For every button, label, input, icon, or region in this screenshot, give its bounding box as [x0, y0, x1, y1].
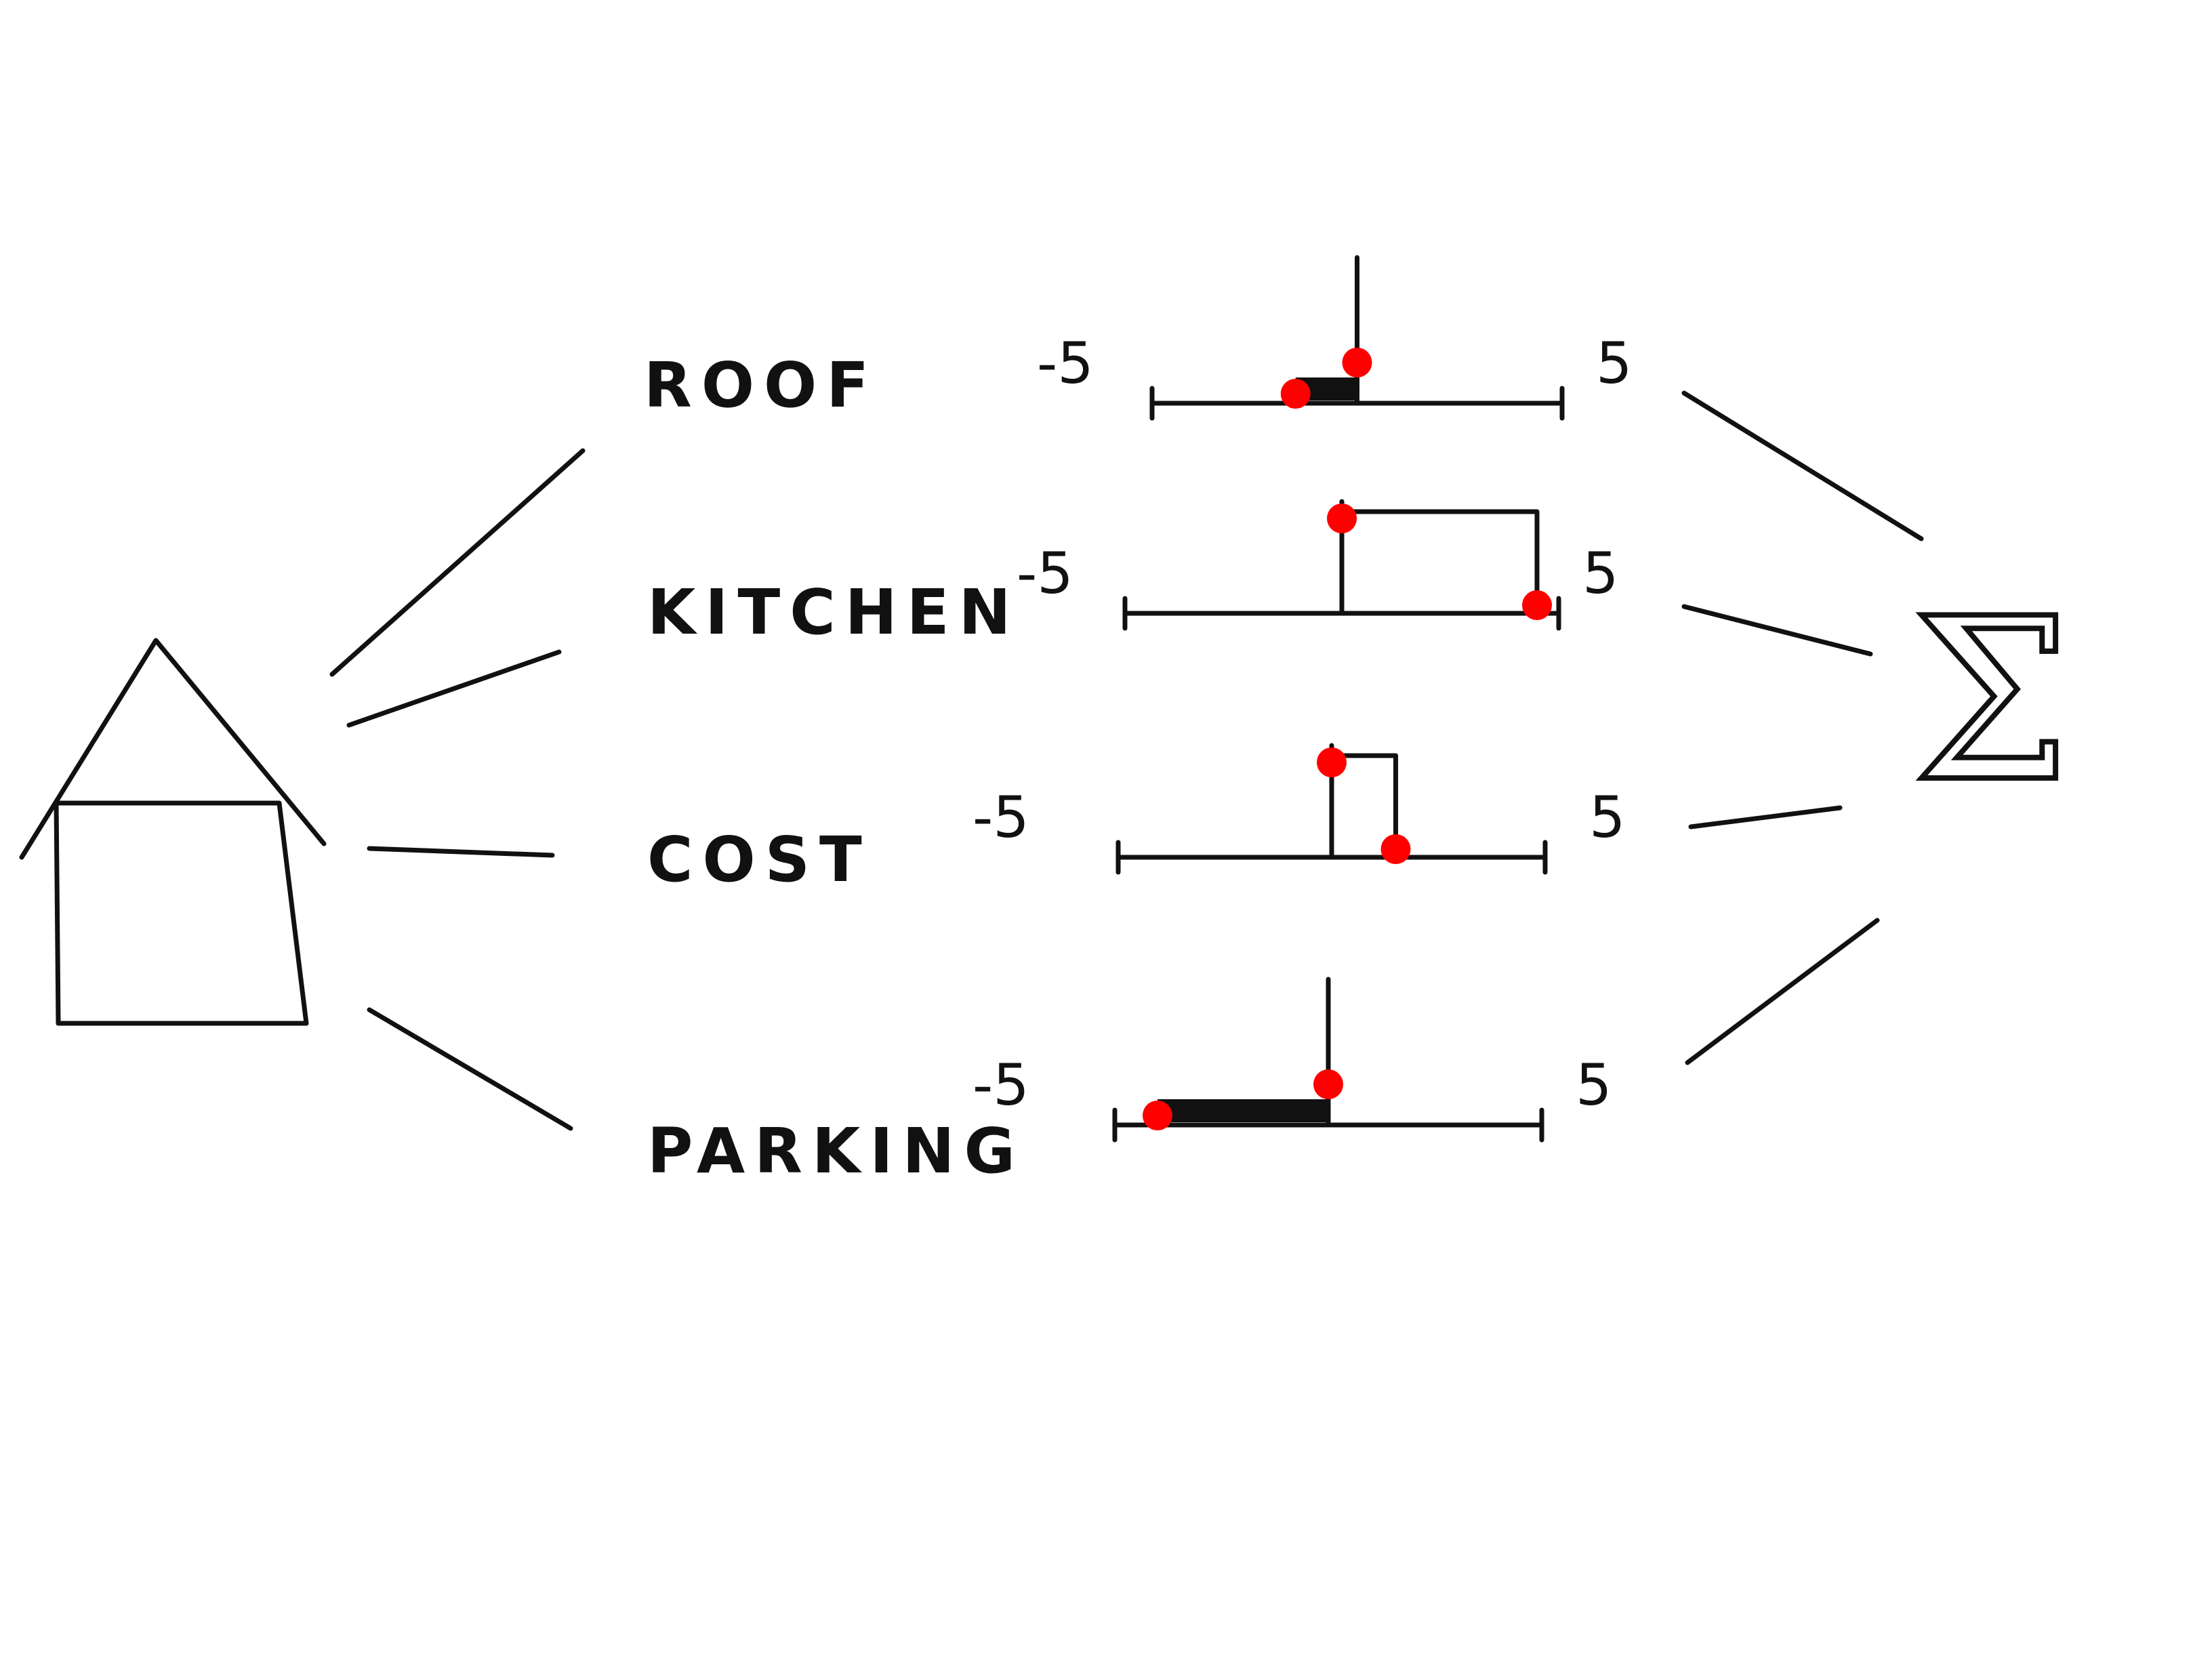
- connector-cost: [367, 846, 555, 858]
- house-connectors: [329, 448, 586, 1131]
- marker-start-kitchen: [1327, 504, 1357, 533]
- marker-end-roof: [1342, 348, 1372, 377]
- connector-cost-sum: [1688, 805, 1843, 830]
- range-max-label-roof: 5: [1596, 330, 1632, 396]
- feature-label-roof: ROOF: [644, 349, 878, 422]
- sum-connectors: [1681, 390, 1924, 1065]
- connector-kitchen: [346, 649, 562, 728]
- feature-label-cost: COST: [647, 823, 872, 896]
- connector-parking-sum: [1685, 918, 1880, 1065]
- marker-end-cost: [1380, 834, 1411, 864]
- connector-roof: [329, 448, 586, 677]
- range-max-label-cost: 5: [1589, 784, 1625, 851]
- range-min-label-kitchen: -5: [1017, 540, 1073, 607]
- marker-end-kitchen: [1522, 590, 1552, 620]
- marker-start-cost: [1317, 747, 1347, 777]
- feature-label-kitchen: KITCHEN: [647, 576, 1021, 649]
- sigma-icon: Σ: [1912, 571, 2070, 831]
- range-min-label-roof: -5: [1037, 330, 1094, 396]
- connector-parking: [367, 1007, 573, 1131]
- connector-roof-sum: [1681, 390, 1924, 541]
- range-max-label-kitchen: 5: [1582, 540, 1618, 607]
- range-min-label-parking: -5: [972, 1052, 1029, 1118]
- feature-row-kitchen: KITCHEN-5 5: [647, 499, 1618, 649]
- bar-kitchen: [1339, 509, 1540, 609]
- range-min-label-cost: -5: [972, 784, 1029, 851]
- feature-row-cost: COST -5 5: [647, 743, 1625, 896]
- marker-end-parking: [1313, 1069, 1343, 1099]
- marker-start-parking: [1143, 1101, 1172, 1130]
- marker-start-roof: [1280, 379, 1311, 409]
- bar-cost: [1329, 753, 1398, 853]
- house-icon: [19, 638, 327, 1026]
- feature-label-parking: PARKING: [647, 1115, 1025, 1187]
- bar-parking: [1158, 1099, 1328, 1122]
- feature-row-roof: ROOF -5 5: [644, 255, 1632, 422]
- connector-kitchen-sum: [1681, 604, 1873, 657]
- range-max-label-parking: 5: [1576, 1052, 1612, 1118]
- feature-row-parking: PARKING-5 5: [647, 977, 1612, 1187]
